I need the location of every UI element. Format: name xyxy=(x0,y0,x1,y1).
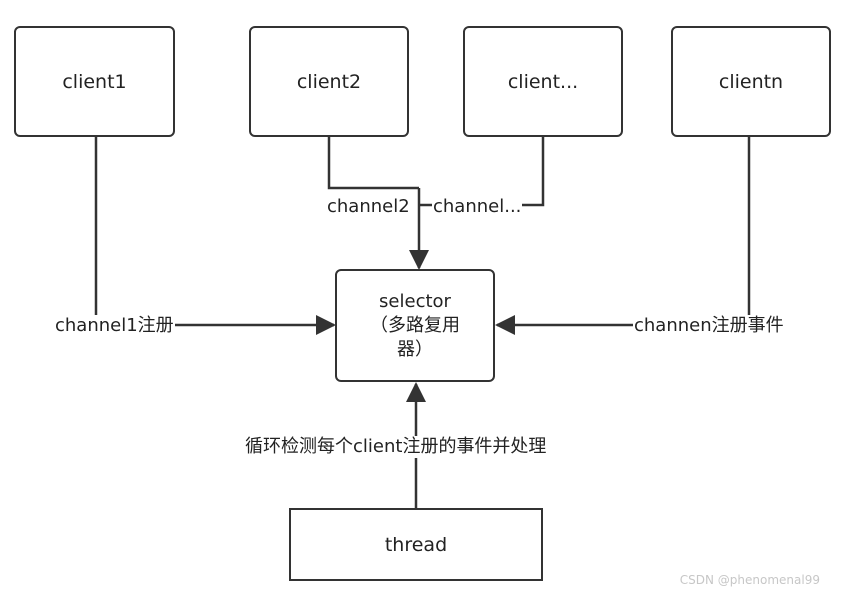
client-more-label: client... xyxy=(507,70,579,93)
line-client1 xyxy=(94,136,336,335)
selector-line3: 器） xyxy=(397,338,433,360)
selector-text: selector （多路复用 器） xyxy=(370,290,460,362)
loop-label: 循环检测每个client注册的事件并处理 xyxy=(244,436,548,458)
line-client-more xyxy=(419,136,545,207)
channel2-label: channel2 xyxy=(326,196,411,218)
client-more-box: client... xyxy=(463,26,623,137)
client2-label: client2 xyxy=(296,70,362,93)
clientn-label: clientn xyxy=(718,70,784,93)
client2-box: client2 xyxy=(249,26,409,137)
line-client2 xyxy=(327,136,419,190)
client1-label: client1 xyxy=(62,70,127,93)
clientn-box: clientn xyxy=(671,26,831,137)
thread-box: thread xyxy=(289,508,543,581)
channel1-label: channel1注册 xyxy=(54,315,175,337)
selector-line2: （多路复用 xyxy=(370,314,460,336)
selector-box: selector （多路复用 器） xyxy=(335,269,495,382)
selector-line1: selector xyxy=(379,290,451,312)
thread-label: thread xyxy=(384,533,448,556)
watermark: CSDN @phenomenal99 xyxy=(679,573,820,587)
channel-more-label: channel... xyxy=(432,196,523,218)
line-clientn xyxy=(495,136,751,335)
channeln-label: channen注册事件 xyxy=(633,315,785,337)
client1-box: client1 xyxy=(14,26,175,137)
